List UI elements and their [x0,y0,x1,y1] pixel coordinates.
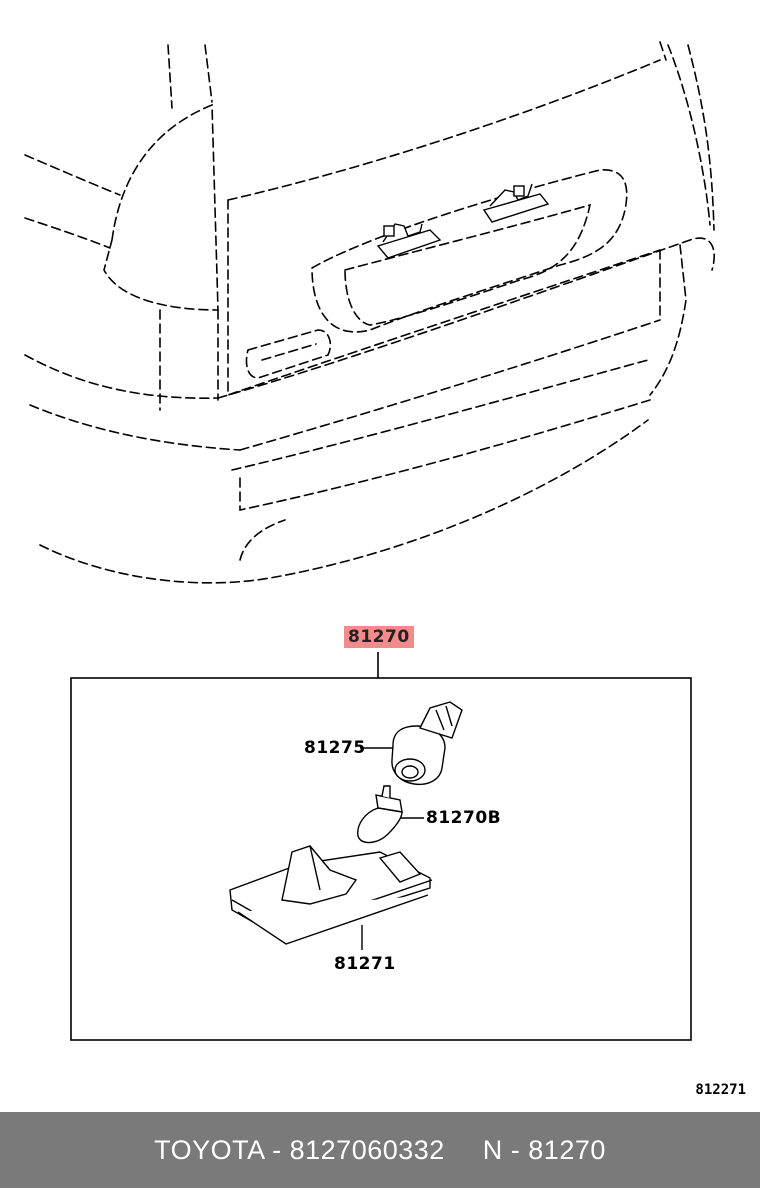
bulb-illustration [357,785,424,844]
assembly-part-number[interactable]: 81270 [344,626,414,648]
bulb-part-number[interactable]: 81270B [426,808,502,828]
vehicle-rear-illustration [24,41,715,584]
footer-reference: N - 81270 [482,1134,606,1165]
parts-box [70,652,692,1041]
license-lamp-left-illustration [376,223,442,259]
footer-brand-part-number: TOYOTA - 8127060332 [154,1134,445,1165]
license-lamp-right-illustration [482,183,550,223]
lens-housing-illustration [229,845,433,950]
socket-part-number[interactable]: 81275 [304,738,366,758]
lens-housing-part-number[interactable]: 81271 [334,954,396,974]
footer-bar: TOYOTA - 8127060332 N - 81270 [0,1112,760,1188]
parts-diagram [24,41,715,1041]
diagram-reference-code: 812271 [695,1082,746,1098]
socket-illustration [360,701,463,786]
